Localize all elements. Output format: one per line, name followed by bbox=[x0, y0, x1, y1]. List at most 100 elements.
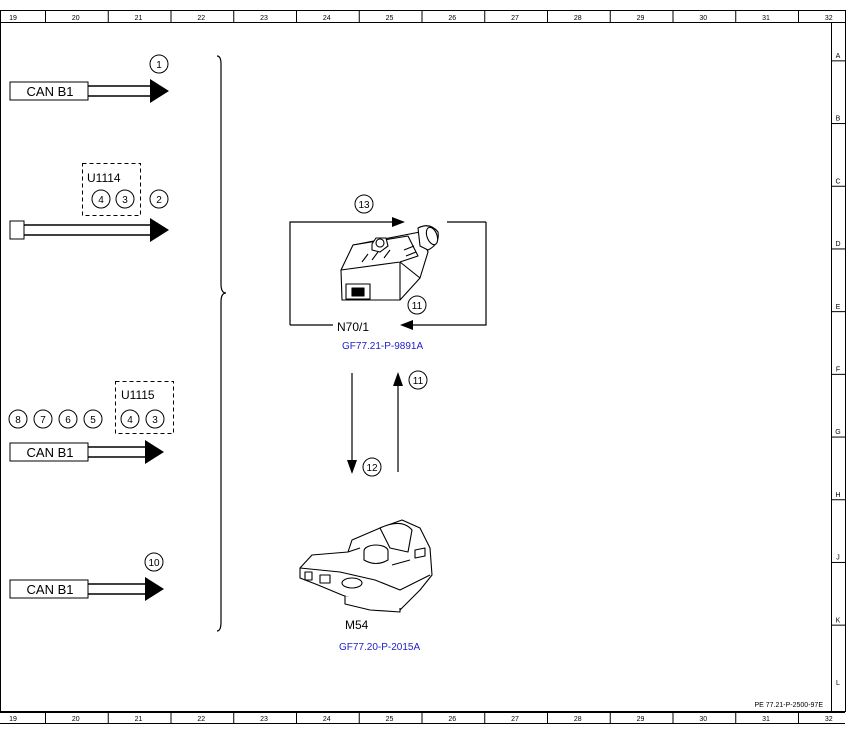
pin-number: 3 bbox=[152, 415, 158, 426]
pin-number: 5 bbox=[90, 415, 96, 426]
can-b1-box bbox=[9, 442, 89, 462]
arrow-head-right-icon bbox=[392, 217, 405, 227]
pin-bubble bbox=[120, 409, 140, 429]
row-letter: A bbox=[836, 53, 841, 60]
callout-number: 1 bbox=[156, 60, 162, 71]
column-scale-bottom: 19 20 21 22 23 24 25 26 27 28 29 30 31 32 bbox=[9, 712, 833, 723]
pin-bubble bbox=[33, 409, 53, 429]
arrow-head-left-icon bbox=[400, 320, 413, 330]
n70-name: N70/1 bbox=[337, 320, 369, 334]
column-number: 25 bbox=[386, 716, 394, 723]
callout-bubble bbox=[407, 295, 427, 315]
callout-bubble bbox=[149, 189, 169, 209]
column-number: 26 bbox=[448, 15, 456, 22]
column-number: 30 bbox=[699, 716, 707, 723]
column-number: 23 bbox=[260, 716, 268, 723]
left-connection-2: U1114 4 3 2 bbox=[9, 163, 169, 242]
arrow-head-right-icon bbox=[150, 79, 169, 103]
column-number: 28 bbox=[574, 716, 582, 723]
column-number: 20 bbox=[72, 716, 80, 723]
callout-bubble bbox=[354, 194, 374, 214]
column-number: 31 bbox=[762, 15, 770, 22]
can-b1-label: CAN B1 bbox=[27, 84, 74, 99]
left-connection-4: CAN B1 10 bbox=[9, 552, 164, 601]
drawing-frame bbox=[0, 10, 846, 724]
column-number: 32 bbox=[825, 716, 833, 723]
column-number: 24 bbox=[323, 716, 331, 723]
pin-bubble bbox=[58, 409, 78, 429]
can-b1-label: CAN B1 bbox=[27, 445, 74, 460]
unit-dashed-box bbox=[115, 381, 174, 434]
unit-label: U1115 bbox=[121, 388, 155, 402]
column-number: 23 bbox=[260, 15, 268, 22]
column-number: 21 bbox=[135, 716, 143, 723]
m54-reference-link[interactable]: GF77.20-P-2015A bbox=[339, 642, 420, 653]
callout-number: 11 bbox=[413, 376, 424, 387]
arrow-head-down-icon bbox=[347, 460, 357, 474]
left-connection-1: CAN B1 1 bbox=[9, 54, 169, 103]
row-letter: F bbox=[836, 367, 840, 374]
left-connection-3: U1115 8 7 6 5 4 3 CAN B1 bbox=[8, 381, 174, 464]
callout-number: 10 bbox=[148, 558, 160, 569]
row-letter: C bbox=[835, 178, 840, 185]
column-number: 28 bbox=[574, 15, 582, 22]
unit-label: U1114 bbox=[87, 171, 121, 185]
pin-bubble bbox=[83, 409, 103, 429]
pin-bubble bbox=[145, 409, 165, 429]
column-number: 22 bbox=[197, 716, 205, 723]
row-letter: H bbox=[835, 492, 840, 499]
pin-bubble bbox=[91, 189, 111, 209]
vertical-flow: 12 11 bbox=[347, 370, 428, 477]
column-number: 19 bbox=[9, 15, 17, 22]
row-letter: E bbox=[836, 304, 841, 311]
callout-bubble bbox=[408, 370, 428, 390]
pin-bubble bbox=[8, 409, 28, 429]
m54-name: M54 bbox=[345, 618, 369, 632]
row-letter: B bbox=[836, 116, 841, 123]
column-number: 19 bbox=[9, 716, 17, 723]
pin-number: 6 bbox=[65, 415, 71, 426]
arrow-head-right-icon bbox=[145, 577, 164, 601]
column-number: 22 bbox=[197, 15, 205, 22]
arrow-head-right-icon bbox=[150, 218, 169, 242]
can-b1-label: CAN B1 bbox=[27, 582, 74, 597]
column-number: 27 bbox=[511, 716, 519, 723]
document-code: PE 77.21-P-2500-97E bbox=[755, 702, 824, 709]
pin-bubble bbox=[115, 189, 135, 209]
arrow-head-up-icon bbox=[393, 372, 403, 386]
unit-dashed-box bbox=[82, 163, 141, 216]
row-letter: K bbox=[836, 617, 841, 624]
callout-number: 12 bbox=[366, 463, 378, 474]
pin-number: 8 bbox=[15, 415, 21, 426]
column-number: 24 bbox=[323, 15, 331, 22]
n70-reference-link[interactable]: GF77.21-P-9891A bbox=[342, 341, 423, 352]
pin-number: 3 bbox=[122, 195, 128, 206]
n70-loop: 13 11 bbox=[289, 194, 487, 330]
callout-bubble bbox=[149, 54, 169, 74]
arrow-head-right-icon bbox=[145, 440, 164, 464]
column-number: 31 bbox=[762, 716, 770, 723]
n70-component-icon bbox=[340, 225, 439, 301]
row-letter: L bbox=[836, 680, 840, 687]
callout-number: 13 bbox=[358, 200, 370, 211]
grouping-brace bbox=[216, 55, 227, 632]
column-number: 20 bbox=[72, 15, 80, 22]
row-letter: J bbox=[836, 555, 840, 562]
callout-bubble bbox=[362, 457, 382, 477]
column-number: 26 bbox=[448, 716, 456, 723]
column-number: 30 bbox=[699, 15, 707, 22]
callout-number: 2 bbox=[156, 195, 162, 206]
callout-number: 11 bbox=[412, 301, 423, 312]
m54-component-icon bbox=[299, 519, 433, 613]
row-letter: G bbox=[835, 429, 840, 436]
column-number: 29 bbox=[637, 15, 645, 22]
pin-number: 7 bbox=[40, 415, 46, 426]
pin-number: 4 bbox=[127, 415, 133, 426]
can-b1-box bbox=[9, 81, 89, 101]
column-number: 25 bbox=[386, 15, 394, 22]
column-number: 27 bbox=[511, 15, 519, 22]
column-number: 29 bbox=[637, 716, 645, 723]
